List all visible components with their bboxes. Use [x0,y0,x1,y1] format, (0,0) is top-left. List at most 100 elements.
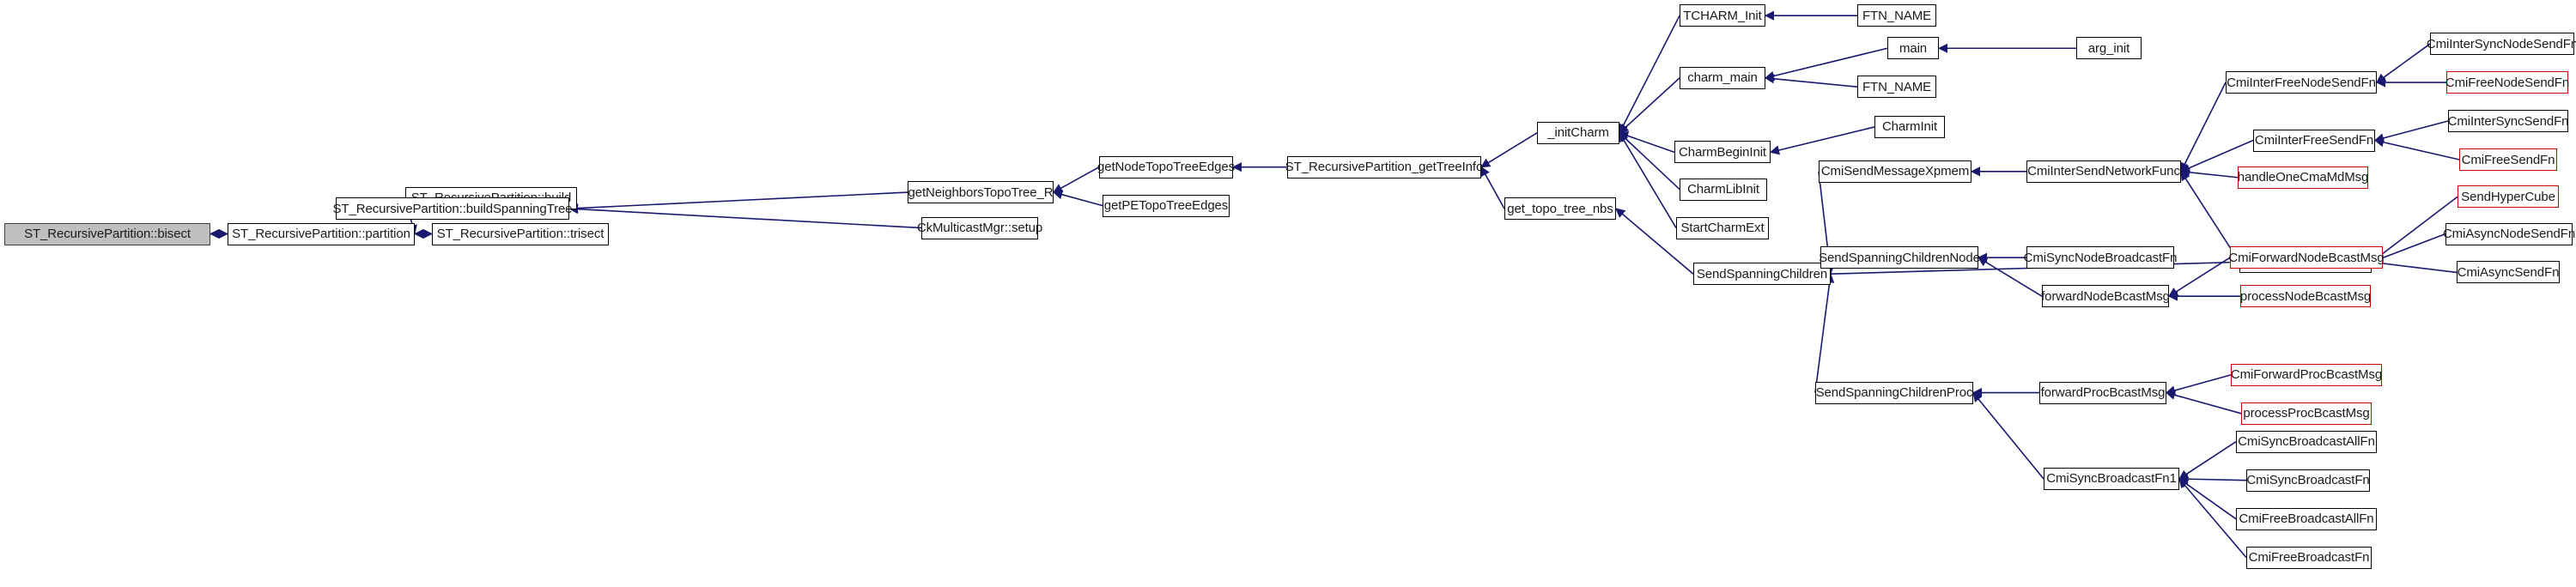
graph-node-label: CmiSyncBroadcastFn1 [2046,471,2177,487]
graph-edge-getPETopoTreeEdges-to-getNeighborsTopoTree_R [1052,190,1103,207]
graph-node-FTN_NAME_1[interactable]: FTN_NAME [1857,4,1936,27]
graph-edge-CmiSyncBroadcastFn-to-CmiSyncBroadcastFn1 [2178,474,2247,484]
graph-node-label: main [1899,40,1928,56]
graph-edge-processProcBcastMsg-to-forwardProcBcastMsg [2165,390,2242,415]
graph-node-processNodeBcastMsg[interactable]: processNodeBcastMsg [2240,285,2371,308]
graph-edge-charm_main-to-_initCharm [1619,77,1680,134]
graph-node-label: getNodeTopoTreeEdges [1097,160,1236,175]
graph-node-CmiSyncBroadcastFn[interactable]: CmiSyncBroadcastFn [2246,469,2370,492]
graph-node-label: CmiInterSyncSendFn [2447,113,2569,129]
graph-node-CkMulticastMgr_setup[interactable]: CkMulticastMgr::setup [917,216,1042,239]
graph-edge-CmiForwardProcBcastMsg-to-forwardProcBcastMsg [2165,374,2232,396]
graph-node-CmiForwardProcBcastMsg[interactable]: CmiForwardProcBcastMsg [2230,363,2383,386]
graph-node-CmiInterSendNetworkFunc[interactable]: CmiInterSendNetworkFunc [2026,160,2181,183]
graph-edge-get_topo_tree_nbs-to-getTreeInfo [1480,166,1505,209]
graph-node-label: CmiAsyncNodeSendFn [2442,227,2576,241]
graph-edge-StartCharmExt-to-_initCharm [1619,131,1677,228]
graph-node-label: arg_init [2087,40,2130,56]
graph-node-getNeighborsTopoTree_R[interactable]: getNeighborsTopoTree_R [908,181,1054,204]
graph-node-buildSpanningTree[interactable]: ST_RecursivePartition::buildSpanningTree [333,197,573,221]
graph-node-CmiFreeSendFn[interactable]: CmiFreeSendFn [2459,148,2557,171]
graph-node-label: CmiForwardProcBcastMsg [2230,367,2383,383]
graph-node-label: getNeighborsTopoTree_R [908,185,1054,200]
graph-node-label: FTN_NAME [1862,79,1932,94]
graph-node-CmiSyncNodeBroadcastFn[interactable]: CmiSyncNodeBroadcastFn [2024,246,2177,269]
graph-node-SendSpanningChildrenProc[interactable]: SendSpanningChildrenProc [1815,381,1973,404]
graph-node-CmiAsyncNodeSendFn[interactable]: CmiAsyncNodeSendFn [2442,222,2576,245]
graph-node-getNodeTopoTreeEdges[interactable]: getNodeTopoTreeEdges [1097,155,1236,179]
graph-node-CmiAsyncSendFn[interactable]: CmiAsyncSendFn [2457,261,2560,284]
graph-node-bisect[interactable]: ST_RecursivePartition::bisect [4,222,210,245]
graph-node-label: charm_main [1687,70,1758,86]
graph-node-forwardNodeBcastMsg[interactable]: forwardNodeBcastMsg [2041,285,2170,308]
graph-node-CmiInterSyncSendFn[interactable]: CmiInterSyncSendFn [2447,110,2569,133]
graph-node-label: CmiFreeSendFn [2461,152,2555,167]
graph-node-label: CmiFreeBroadcastAllFn [2239,511,2374,527]
graph-edge-CharmLibInit-to-_initCharm [1619,132,1680,191]
graph-node-label: forwardNodeBcastMsg [2041,288,2170,304]
graph-node-label: ST_RecursivePartition::buildSpanningTree [332,201,573,216]
graph-node-CharmLibInit[interactable]: CharmLibInit [1680,178,1767,201]
graph-node-arg_init[interactable]: arg_init [2076,37,2142,60]
graph-node-label: CmiInterFreeSendFn [2254,133,2374,148]
graph-node-label: TCHARM_Init [1683,8,1762,23]
graph-node-CmiFreeNodeSendFn[interactable]: CmiFreeNodeSendFn [2445,71,2569,94]
graph-node-_initCharm[interactable]: _initCharm [1537,121,1619,144]
graph-node-CmiFreeBroadcastAllFn[interactable]: CmiFreeBroadcastAllFn [2236,507,2377,530]
graph-node-label: _initCharm [1547,125,1609,141]
graph-node-getTreeInfo[interactable]: ST_RecursivePartition_getTreeInfo [1285,155,1483,179]
graph-edge-SendSpanningChildrenProc-to-SendSpanningChildren [1814,273,1835,393]
graph-edge-CmiInterSyncSendFn-to-CmiInterFreeSendFn [2373,120,2449,143]
graph-node-label: StartCharmExt [1680,221,1765,236]
graph-node-CmiInterSyncNodeSendFn[interactable]: CmiInterSyncNodeSendFn [2427,33,2576,56]
graph-edge-main-to-charm_main [1764,47,1888,81]
graph-edge-CharmInit-to-CharmBeginInit [1769,126,1875,155]
graph-edge-CkMulticastMgr_setup-to-buildSpanningTree [568,204,922,229]
graph-node-label: CkMulticastMgr::setup [916,221,1043,236]
graph-node-label: CmiAsyncSendFn [2457,264,2560,280]
graph-node-label: CmiFreeBroadcastFn [2248,550,2370,566]
graph-node-trisect[interactable]: ST_RecursivePartition::trisect [432,222,609,245]
graph-node-partition[interactable]: ST_RecursivePartition::partition [228,222,415,245]
graph-node-label: CmiInterSendNetworkFunc [2027,164,2180,179]
graph-edge-FTN_NAME_2-to-charm_main [1764,74,1858,88]
graph-edge-CmiFreeBroadcastAllFn-to-CmiSyncBroadcastFn1 [2178,478,2237,520]
graph-edge-handleOneCmaMdMsg-to-CmiInterSendNetworkFunc [2179,167,2239,179]
graph-node-charm_main[interactable]: charm_main [1680,66,1765,89]
graph-node-SendSpanningChildren[interactable]: SendSpanningChildren [1693,263,1831,286]
graph-node-get_topo_tree_nbs[interactable]: get_topo_tree_nbs [1504,197,1616,221]
graph-node-CharmInit[interactable]: CharmInit [1874,115,1945,138]
graph-node-CmiFreeBroadcastFn[interactable]: CmiFreeBroadcastFn [2246,546,2372,569]
graph-node-label: handleOneCmaMdMsg [2237,170,2369,185]
graph-edge-CmiAsyncSendFn-to-CmiSendNetworkFunc [2370,258,2458,274]
graph-node-FTN_NAME_2[interactable]: FTN_NAME [1857,76,1936,99]
graph-node-processProcBcastMsg[interactable]: processProcBcastMsg [2241,402,2372,425]
graph-node-SendHyperCube[interactable]: SendHyperCube [2458,185,2559,209]
graph-node-main[interactable]: main [1887,37,1939,60]
graph-node-StartCharmExt[interactable]: StartCharmExt [1676,216,1769,239]
graph-edge-CmiSyncBroadcastFn1-to-SendSpanningChildrenProc [1972,391,2044,480]
graph-node-handleOneCmaMdMsg[interactable]: handleOneCmaMdMsg [2238,166,2368,189]
graph-node-getPETopoTreeEdges[interactable]: getPETopoTreeEdges [1103,194,1230,217]
graph-node-label: SendSpanningChildrenProc [1815,385,1973,401]
graph-node-SendSpanningChildrenNode[interactable]: SendSpanningChildrenNode [1819,246,1980,269]
graph-node-CmiInterFreeSendFn[interactable]: CmiInterFreeSendFn [2253,129,2375,152]
graph-node-label: CmiSyncBroadcastAllFn [2238,434,2375,450]
graph-node-label: CharmInit [1881,119,1938,135]
graph-node-label: getPETopoTreeEdges [1103,198,1229,214]
graph-node-label: SendHyperCube [2461,189,2555,204]
graph-node-TCHARM_Init[interactable]: TCHARM_Init [1680,4,1765,27]
graph-node-CmiSyncBroadcastAllFn[interactable]: CmiSyncBroadcastAllFn [2236,430,2377,453]
graph-node-label: CmiSyncBroadcastFn [2246,473,2370,488]
graph-node-CharmBeginInit[interactable]: CharmBeginInit [1674,141,1771,164]
graph-edge-getNodeTopoTreeEdges-to-getNeighborsTopoTree_R [1053,166,1100,193]
graph-node-forwardProcBcastMsg[interactable]: forwardProcBcastMsg [2039,381,2166,404]
graph-node-CmiInterFreeNodeSendFn[interactable]: CmiInterFreeNodeSendFn [2226,71,2377,94]
graph-node-CmiForwardNodeBcastMsg[interactable]: CmiForwardNodeBcastMsg [2228,246,2385,269]
graph-node-label: CmiSendMessageXpmem [1820,164,1970,179]
graph-node-label: CharmBeginInit [1679,144,1766,160]
graph-node-CmiSyncBroadcastFn1[interactable]: CmiSyncBroadcastFn1 [2044,467,2179,490]
graph-node-CmiSendMessageXpmem[interactable]: CmiSendMessageXpmem [1819,160,1971,183]
